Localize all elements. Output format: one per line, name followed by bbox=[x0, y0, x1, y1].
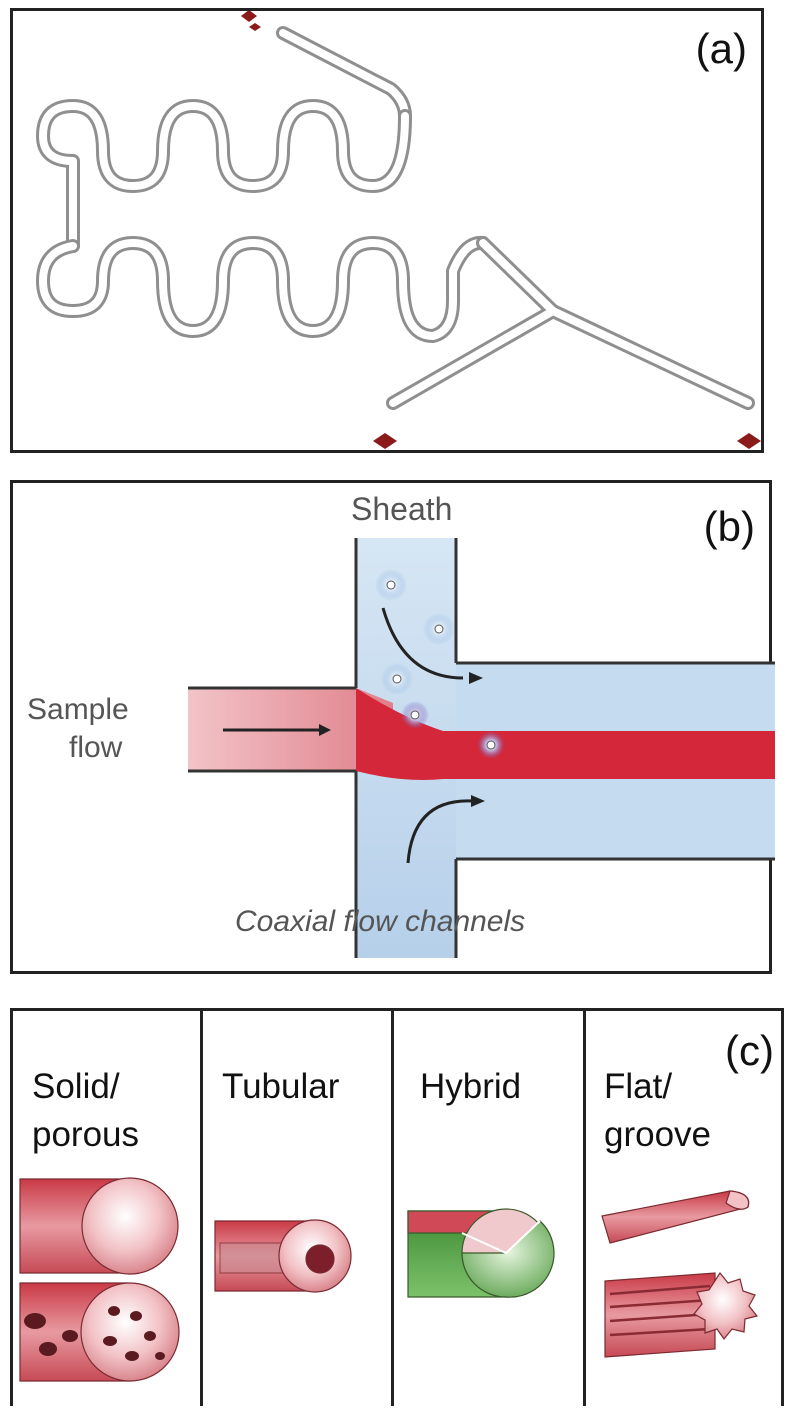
hybrid-fiber bbox=[407, 1208, 555, 1298]
coaxial-caption: Coaxial flow channels bbox=[235, 905, 526, 938]
grooved-fiber bbox=[604, 1271, 759, 1358]
porous-fiber bbox=[19, 1282, 180, 1382]
fiber-type-label: Hybrid bbox=[420, 1067, 522, 1106]
fiber-type-label: Flat/ groove bbox=[604, 1067, 712, 1154]
tubular-fiber bbox=[214, 1219, 352, 1293]
sheath-label: Sheath bbox=[351, 491, 453, 527]
panel-label-a: (a) bbox=[695, 25, 747, 72]
panel-a-serpentine-chip: (a) bbox=[10, 8, 764, 453]
port-marker bbox=[241, 11, 261, 31]
port-marker bbox=[373, 433, 397, 449]
fiber-type-label: Solid/ porous bbox=[32, 1067, 140, 1154]
fiber-type-label: Tubular bbox=[222, 1067, 340, 1106]
solid-fiber bbox=[19, 1177, 179, 1275]
panel-label-b: (b) bbox=[703, 503, 755, 550]
serpentine-channel-diagram bbox=[36, 11, 761, 449]
fiber-illustrations bbox=[19, 1177, 759, 1382]
coaxial-flow-diagram bbox=[188, 538, 775, 958]
flat-fiber bbox=[601, 1190, 750, 1244]
panel-label-c: (c) bbox=[725, 1027, 774, 1074]
sample-flow-label-line2: flow bbox=[69, 731, 123, 764]
sample-flow-label-line1: Sample bbox=[27, 693, 129, 726]
panel-c-fiber-types: (c) Solid/ porous Tubular Hybrid Flat/ g… bbox=[10, 1008, 784, 1406]
port-marker bbox=[737, 433, 761, 449]
panel-b-coaxial-flow: (b) Sheath Sample flow Coaxial flow chan… bbox=[10, 480, 775, 974]
